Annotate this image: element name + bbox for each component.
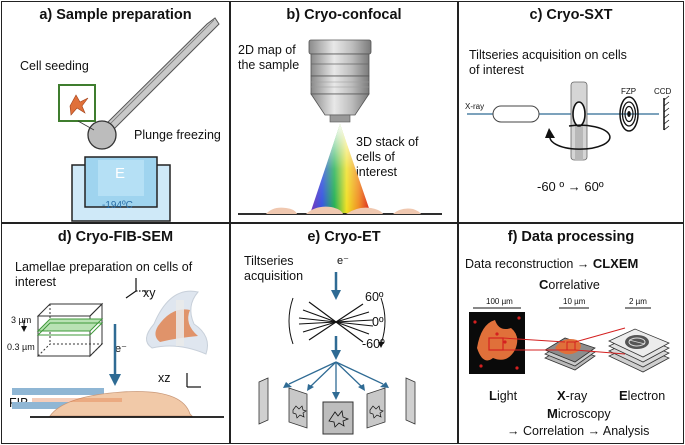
light-label: Light: [489, 388, 518, 403]
panel-title: a) Sample preparation: [39, 7, 192, 23]
reconstruction-line: Data reconstruction → CLXEM: [465, 256, 638, 272]
panel-data-processing: f) Data processing Data reconstruction →…: [458, 223, 684, 444]
cell-side-view: [49, 391, 193, 417]
clxem-illustration: [469, 307, 670, 374]
panel-title: f) Data processing: [507, 229, 635, 245]
cells: [266, 206, 421, 214]
sample-prep-illustration: [58, 17, 220, 222]
angle-0-label: 0º: [372, 315, 384, 329]
fib-sem-description: Lamellae preparation on cells of interes…: [15, 260, 193, 289]
dim-3um-label: 3 µm: [11, 315, 32, 325]
fzp-icon: [619, 96, 639, 132]
plunge-freezing-label: Plunge freezing: [134, 128, 221, 142]
sxt-illustration: [467, 81, 670, 161]
angle-minus60-label: -60º: [362, 337, 385, 351]
rotation-arrow-icon: [549, 124, 611, 150]
temperature-label: -194ºC: [102, 200, 133, 211]
tilt-angles-label: -60 º → 60º: [537, 179, 604, 194]
axis-xy-icon: [125, 278, 148, 299]
fib-sem-illustration: [12, 278, 224, 418]
microscopy-label: Microscopy: [547, 406, 611, 421]
panel-cryo-confocal: b) Cryo-confocal 2D map of the sample 3D…: [230, 1, 458, 223]
ccd-icon: [663, 95, 670, 131]
fib-beam-bottom: [12, 402, 104, 409]
fib-beam-top: [12, 388, 104, 395]
xray-label: X-ray: [465, 102, 485, 111]
ccd-label: CCD: [654, 87, 672, 96]
electron-label: Electron: [619, 388, 666, 403]
panel-title: d) Cryo-FIB-SEM: [57, 229, 174, 245]
et-illustration: [258, 272, 416, 435]
lamella-cube-icon: [36, 302, 104, 358]
ethane-label: E: [115, 165, 126, 182]
clxem-label: CLXEM: [592, 256, 639, 271]
panel-cryo-fib-sem: d) Cryo-FIB-SEM Lamellae preparation on …: [1, 223, 230, 444]
tilt-images: [258, 377, 416, 435]
xray-label: X-ray: [557, 388, 588, 403]
xray-image-stack: [544, 337, 596, 371]
correlative-label: Correlative: [539, 277, 600, 292]
xy-label: xy: [143, 286, 156, 300]
axis-xz-icon: [186, 373, 201, 388]
confocal-illustration: [238, 39, 442, 215]
et-description: Tiltseries acquisition: [244, 254, 304, 283]
xz-label: xz: [158, 371, 171, 385]
correlation-analysis-label: → Correlation → Analysis: [507, 424, 650, 438]
panel-sample-preparation: a) Sample preparation Cell seeding Plung…: [1, 1, 230, 223]
panel-cryo-sxt: c) Cryo-SXT Tiltseries acquisition on ce…: [458, 1, 684, 223]
tweezers-icon: [103, 17, 220, 131]
cell-seeding-label: Cell seeding: [20, 59, 89, 73]
objective-lens-icon: [308, 39, 372, 123]
scale-10um: 10 µm: [563, 297, 586, 306]
cell-icon: [69, 94, 89, 116]
map-2d-label: 2D map of the sample: [238, 43, 300, 72]
panel-title: e) Cryo-ET: [307, 229, 381, 245]
panel-title: c) Cryo-SXT: [529, 7, 613, 23]
dim-03um-label: 0.3 µm: [7, 342, 35, 352]
stack-3d-label: 3D stack of cells of interest: [356, 135, 419, 179]
fzp-label: FZP: [621, 87, 637, 96]
grid-icon: [87, 120, 117, 150]
angle-60-label: 60º: [365, 290, 384, 304]
reconstruction-prefix: Data reconstruction →: [465, 257, 593, 271]
sxt-description: Tiltseries acquisition on cells of inter…: [469, 48, 627, 77]
scale-2um: 2 µm: [629, 297, 647, 306]
electron-label: e⁻: [115, 343, 127, 355]
electron-label: e⁻: [337, 255, 349, 267]
xray-source-icon: [492, 105, 540, 123]
electron-image-stack: [608, 328, 670, 373]
panel-title: b) Cryo-confocal: [286, 7, 402, 23]
tilt-fan-icon: [298, 301, 374, 343]
scale-100um: 100 µm: [486, 297, 513, 306]
panel-cryo-et: e) Cryo-ET Tiltseries acquisition e⁻ 60º…: [230, 223, 458, 444]
